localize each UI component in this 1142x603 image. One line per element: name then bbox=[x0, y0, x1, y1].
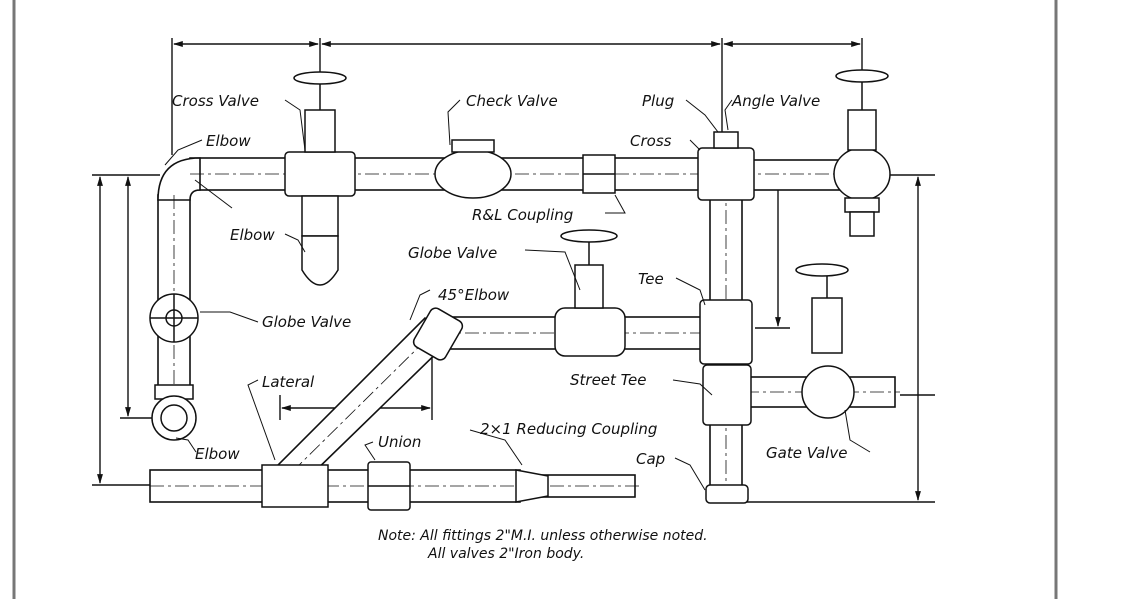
elbow-45 bbox=[412, 307, 464, 361]
label-gate-valve: Gate Valve bbox=[766, 444, 847, 462]
plug bbox=[713, 131, 739, 149]
label-tee: Tee bbox=[638, 270, 664, 288]
cross-valve-bonnet bbox=[304, 109, 336, 153]
cap bbox=[705, 484, 749, 504]
gate-valve-body bbox=[801, 365, 855, 419]
label-globe-valve-left: Globe Valve bbox=[262, 313, 351, 331]
label-street-tee: Street Tee bbox=[570, 371, 646, 389]
note-line-1: Note: All fittings 2"M.I. unless otherwi… bbox=[378, 528, 708, 544]
cross-valve-body bbox=[284, 151, 356, 197]
gate-valve-handwheel bbox=[795, 263, 849, 277]
top-dimensions bbox=[171, 38, 863, 155]
label-lateral: Lateral bbox=[262, 373, 315, 391]
label-check-valve: Check Valve bbox=[466, 92, 558, 110]
street-tee bbox=[702, 364, 752, 426]
tee-fitting bbox=[699, 299, 753, 365]
label-cross: Cross bbox=[630, 132, 672, 150]
left-dimensions bbox=[92, 174, 160, 486]
label-globe-valve-center: Globe Valve bbox=[408, 244, 497, 262]
label-plug: Plug bbox=[642, 92, 674, 110]
label-45-elbow: 45°Elbow bbox=[438, 286, 510, 304]
angle-valve-body bbox=[833, 147, 891, 201]
reducing-coupling bbox=[515, 469, 549, 503]
cross-valve-handwheel bbox=[293, 71, 347, 85]
check-valve-body bbox=[434, 149, 512, 199]
label-reducing-coupling: 2×1 Reducing Coupling bbox=[480, 420, 657, 438]
angle-valve-handwheel bbox=[835, 69, 889, 83]
label-elbow-mid: Elbow bbox=[230, 226, 275, 244]
center-globe-handwheel bbox=[560, 229, 618, 243]
label-rl-coupling: R&L Coupling bbox=[472, 206, 573, 224]
cross-fitting bbox=[697, 147, 755, 201]
label-cross-valve: Cross Valve bbox=[172, 92, 259, 110]
elbow-top-left bbox=[157, 157, 201, 201]
label-union: Union bbox=[378, 433, 421, 451]
lateral-fitting bbox=[261, 464, 329, 508]
elbow-down bbox=[301, 235, 339, 286]
right-top-pipe bbox=[744, 159, 841, 191]
leader-lines bbox=[164, 99, 871, 491]
right-dimensions bbox=[745, 174, 935, 503]
note-line-2: All valves 2"Iron body. bbox=[427, 546, 584, 562]
label-cap: Cap bbox=[636, 450, 665, 468]
center-globe-valve bbox=[554, 307, 626, 357]
label-elbow-top: Elbow bbox=[206, 132, 251, 150]
label-angle-valve: Angle Valve bbox=[731, 92, 820, 110]
label-elbow-bottom: Elbow bbox=[195, 445, 240, 463]
